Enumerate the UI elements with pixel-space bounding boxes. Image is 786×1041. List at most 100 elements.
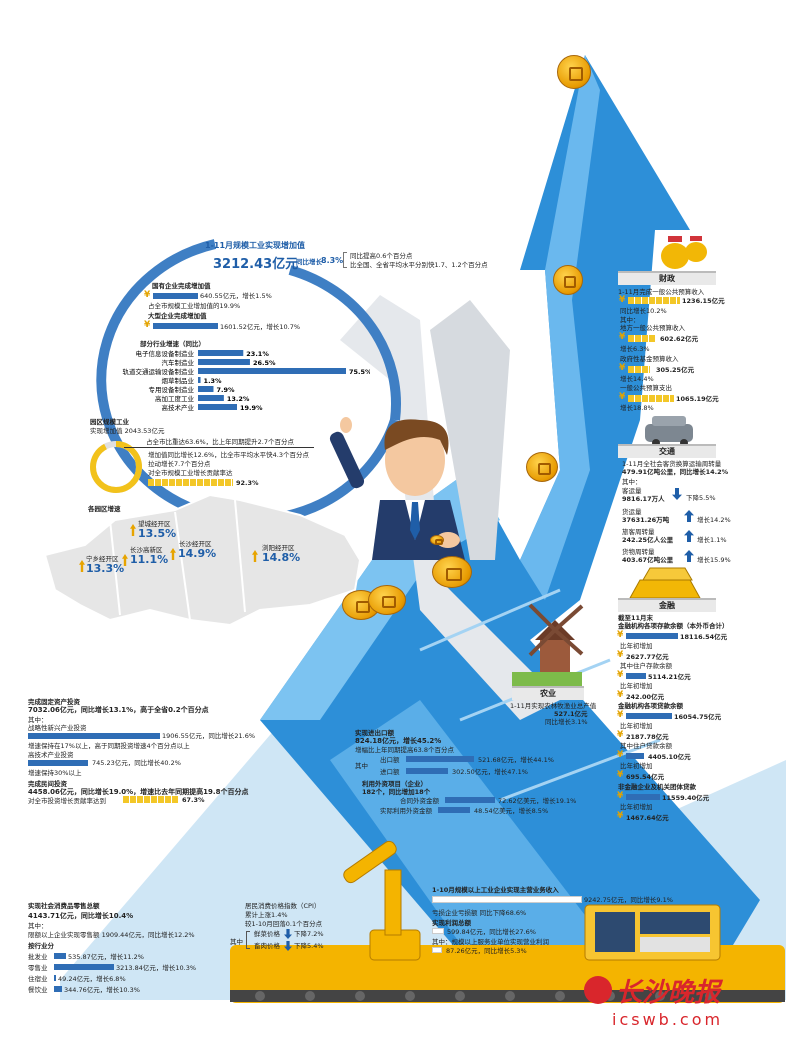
- banking-title: 金融: [618, 598, 716, 612]
- coin-icon: [526, 452, 558, 482]
- retail-bar: [54, 986, 62, 992]
- zone-value: 14.8%: [262, 551, 301, 564]
- sector-bar: [198, 377, 201, 383]
- sector-bar: [198, 350, 244, 356]
- park-donut-chart: [90, 441, 142, 493]
- agri-v1: 527.1亿元: [554, 710, 588, 718]
- brand-logo: 长沙晚报: [616, 978, 721, 1008]
- industry-value: 3212.43亿元: [213, 257, 299, 272]
- finance-l4: 政府性基金预算收入: [620, 355, 679, 363]
- brand-logo-icon: [584, 976, 612, 1004]
- cpi-l3: 其中: [230, 938, 243, 946]
- sector-chart-title: 部分行业增速（同比）: [140, 340, 205, 348]
- banking-v1: 18116.54亿元: [680, 633, 728, 641]
- banking-v5: 16054.75亿元: [674, 713, 722, 721]
- up-arrow-icon: [684, 510, 694, 522]
- yen-icon: ¥: [619, 392, 626, 402]
- trade-c1: 合同外资金额: [400, 797, 439, 805]
- finance-v5: 1065.19亿元: [676, 395, 719, 403]
- retail-item-label: 餐饮业: [28, 986, 48, 994]
- sector-bar: [198, 404, 238, 410]
- retail-item-label: 零售业: [28, 964, 48, 972]
- banking-h1: 截至11月末: [618, 614, 654, 622]
- invest-l6: 增速保持30%以上: [28, 769, 82, 777]
- sector-label: 高加工度工业: [155, 394, 195, 403]
- yen-icon: ¥: [617, 650, 624, 660]
- traffic-item-label: 旅客周转量: [622, 528, 655, 536]
- banking-v7: 4405.10亿元: [648, 753, 691, 761]
- invest-l5: 高技术产业投资: [28, 751, 74, 759]
- finance-v4: 305.25亿元: [656, 366, 695, 374]
- enterprise-bar-3: [432, 947, 442, 953]
- zone-value: 13.3%: [86, 562, 125, 575]
- enterprise-v3: 87.26亿元，同比增长5.3%: [446, 947, 527, 955]
- invest-bar-5: [28, 760, 88, 766]
- zone-name: 长沙经开区: [179, 540, 212, 548]
- trade-l4: 182个，同比增加18个: [362, 788, 431, 796]
- cpi-i1: 鲜菜价格: [254, 930, 280, 938]
- retail-l3: 限额以上企业实现零售额 1909.44亿元，同比增长12.2%: [28, 931, 195, 939]
- trade-cv2: 48.54亿美元，增长8.5%: [474, 807, 549, 815]
- finance-l2: 其中：: [620, 316, 640, 324]
- enterprise-bar-1: [432, 896, 582, 903]
- trade-import-bar: [406, 768, 448, 774]
- large-title: 大型企业完成增加值: [148, 312, 207, 320]
- invest-h1: 完成固定资产投资: [28, 698, 80, 706]
- retail-l2: 其中：: [28, 922, 48, 930]
- yen-icon: ¥: [619, 295, 626, 305]
- yen-icon: ¥: [617, 791, 624, 801]
- sector-value: 1.3%: [204, 377, 223, 385]
- traffic-title: 交通: [618, 444, 716, 458]
- trade-e1: 出口额: [380, 756, 400, 764]
- retail-item-label: 批发业: [28, 953, 48, 961]
- retail-bar: [54, 975, 56, 981]
- yen-icon: ¥: [619, 363, 626, 373]
- sector-value: 26.5%: [253, 359, 276, 367]
- sector-label: 烟草制品业: [162, 376, 195, 385]
- up-arrow-icon: [122, 554, 128, 566]
- banking-v4: 242.00亿元: [626, 693, 665, 701]
- sector-label: 电子信息设备制造业: [136, 349, 195, 358]
- park-contrib-bar: [148, 479, 233, 486]
- enterprise-v2: 599.84亿元，同比增长27.6%: [447, 928, 536, 936]
- agri-title: 农业: [512, 686, 584, 700]
- cpi-bracket: [246, 931, 250, 949]
- traffic-l3: 其中：: [622, 478, 642, 486]
- retail-h2: 按行业分: [28, 942, 54, 950]
- bracket-line: [343, 252, 347, 268]
- invest-h2: 完成民间投资: [28, 780, 67, 788]
- sector-label: 高技术产业: [162, 403, 195, 412]
- banking-v10: 1467.64亿元: [626, 814, 669, 822]
- trade-h1: 实现进出口额: [355, 729, 394, 737]
- traffic-item-trend: 增长1.1%: [697, 536, 727, 544]
- sector-label: 专用设备制造业: [149, 385, 195, 394]
- yen-icon: ¥: [619, 332, 626, 342]
- finance-v1: 1236.15亿元: [682, 297, 725, 305]
- trade-cv1: 72.62亿美元，增长19.1%: [498, 797, 577, 805]
- zone-name: 浏阳经开区: [262, 544, 295, 552]
- finance-bar-1: [628, 297, 680, 304]
- retail-item-value: 49.24亿元，增长6.8%: [58, 975, 126, 983]
- traffic-item-label: 货物周转量: [622, 548, 655, 556]
- banking-bar-5: [626, 713, 672, 719]
- trade-ev2: 302.50亿元，增长47.1%: [452, 768, 528, 776]
- trade-h2: 利用外资项目（企业）: [362, 780, 427, 788]
- down-arrow-icon: [284, 929, 292, 939]
- yen-icon: ¥: [144, 320, 151, 330]
- coin-icon: [557, 55, 591, 89]
- retail-bar: [54, 953, 66, 959]
- traffic-item-trend: 下降5.5%: [686, 494, 716, 502]
- coin-icon: [368, 585, 406, 615]
- up-arrow-icon: [130, 524, 136, 536]
- invest-l8: 对全市投资增长贡献率达到: [28, 797, 106, 805]
- banking-bar-9: [626, 794, 660, 800]
- brand-url: icswb.com: [612, 1010, 724, 1029]
- sector-label: 轨道交通运输设备制造业: [123, 367, 195, 376]
- cpi-l2: 较1-10月回落0.1个百分点: [245, 920, 323, 928]
- sector-value: 19.9%: [240, 404, 263, 412]
- banking-bar-1: [626, 633, 678, 639]
- invest-l2: 其中：: [28, 716, 48, 724]
- finance-g3: 增长6.3%: [620, 345, 650, 353]
- park-contrib-label: 对全市规模工业增长贡献率达: [148, 469, 233, 477]
